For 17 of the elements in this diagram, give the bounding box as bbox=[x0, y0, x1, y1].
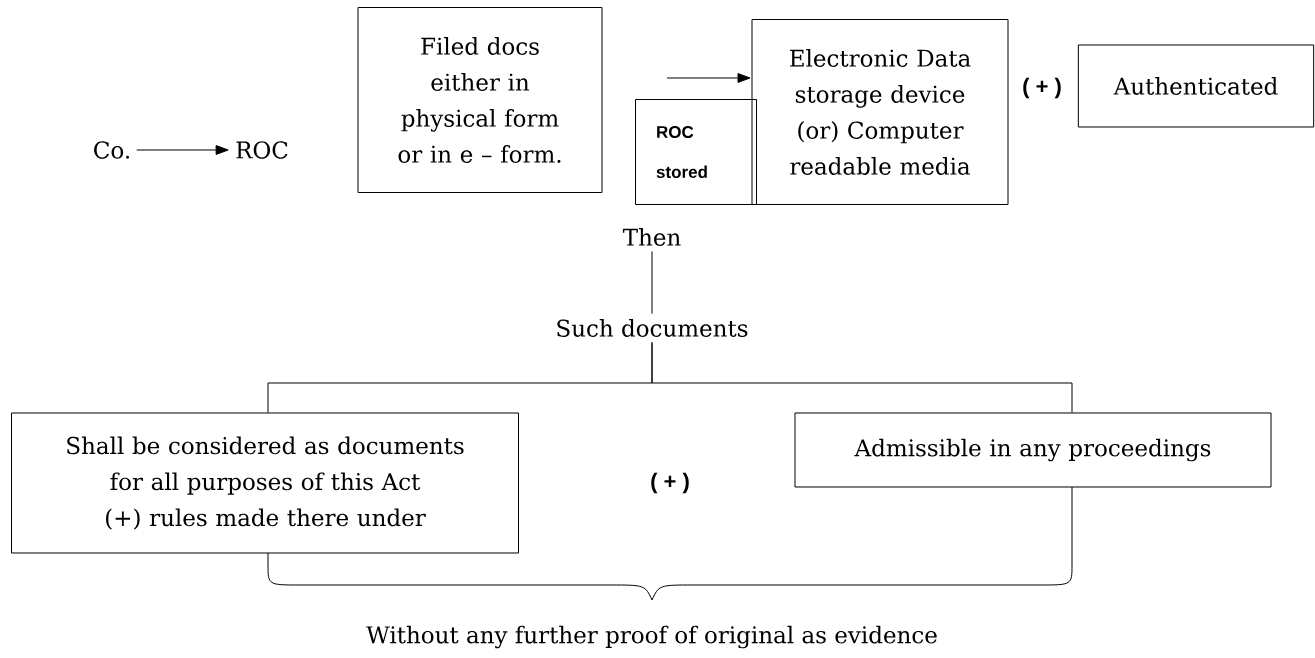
operator-label: ( + ) bbox=[1023, 77, 1061, 99]
arrow bbox=[136, 145, 229, 155]
operator-label: ( + ) bbox=[651, 472, 689, 494]
process-box: ROC stored bbox=[635, 99, 757, 205]
process-box: Admissible in any proceedings bbox=[794, 412, 1272, 488]
text-label: ROC bbox=[236, 141, 288, 159]
connector-line bbox=[651, 250, 653, 315]
process-box: Authenticated bbox=[1077, 44, 1315, 128]
arrow bbox=[666, 73, 751, 83]
process-box: Filed docs either in physical form or in e – form. bbox=[357, 7, 603, 193]
text-label: Then bbox=[622, 228, 681, 246]
note-text: Without any further proof of original as evidence bbox=[366, 625, 937, 649]
process-box: Shall be considered as documents for all purposes of this Act (+) rules made there under bbox=[11, 412, 519, 554]
text-label: Co. bbox=[94, 141, 130, 159]
text-label: Such documents bbox=[557, 319, 748, 337]
process-box: Electronic Data storage device (or) Computer readable media bbox=[751, 19, 1009, 205]
connector-line bbox=[651, 341, 1073, 413]
